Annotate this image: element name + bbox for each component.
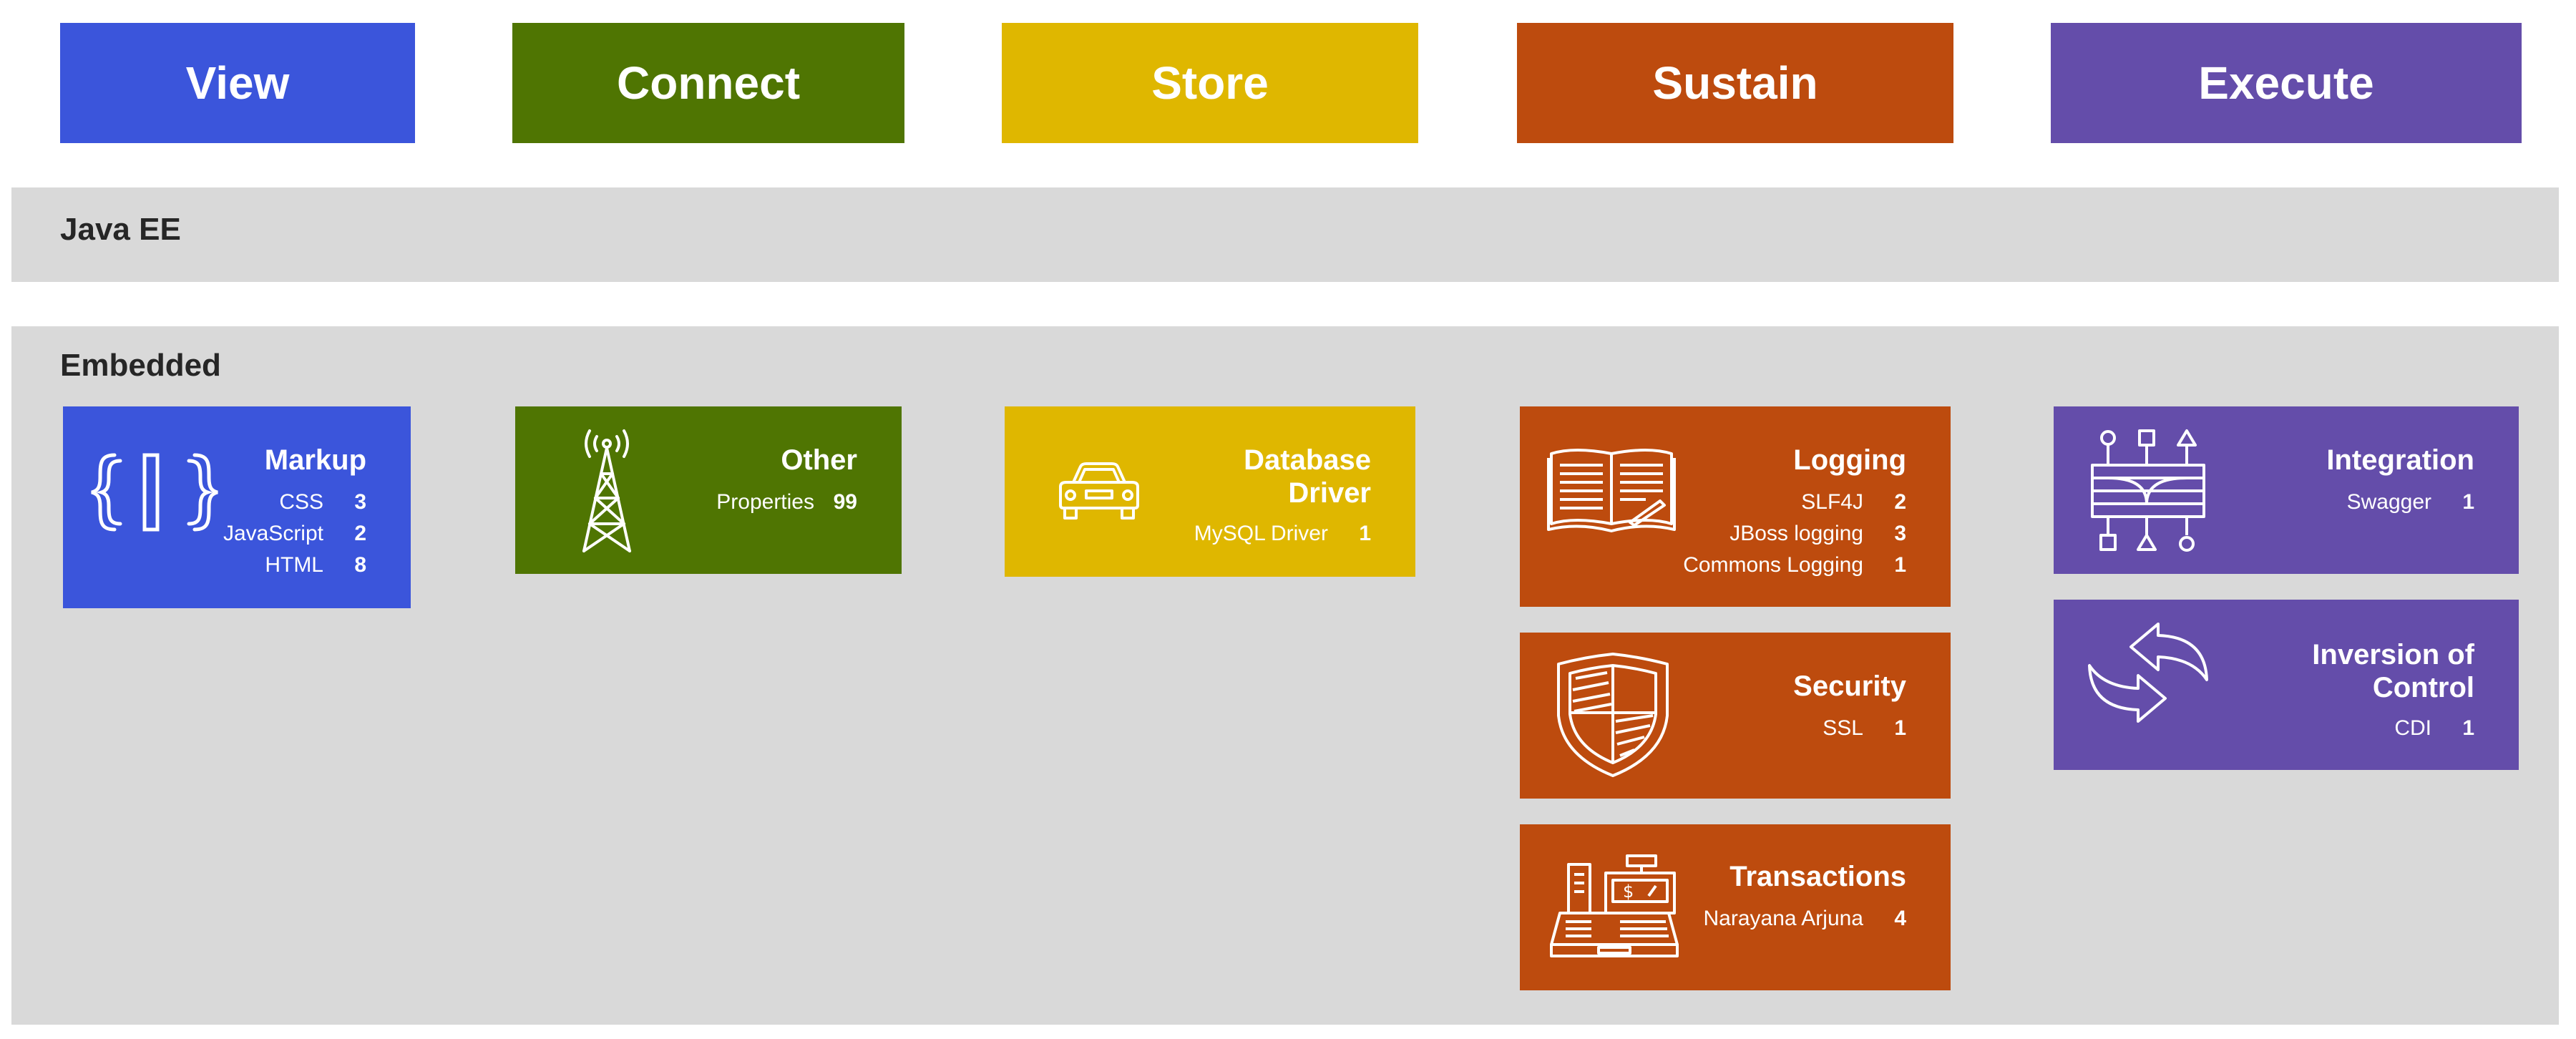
transactions-title: Transactions — [1729, 861, 1906, 892]
logging-title: Logging — [1793, 444, 1906, 476]
logging-items: SLF4J 2 JBoss logging 3 Commons Logging 1 — [1683, 487, 1906, 581]
shield-icon — [1554, 650, 1672, 779]
item-name: CDI — [2394, 716, 2431, 740]
list-item: JavaScript 2 — [223, 518, 366, 550]
category-connect-label: Connect — [617, 57, 800, 109]
category-view: View — [60, 23, 415, 143]
item-name: Commons Logging — [1683, 553, 1863, 577]
other-title: Other — [781, 444, 857, 476]
item-name: Narayana Arjuna — [1703, 907, 1863, 930]
category-connect: Connect — [512, 23, 904, 143]
item-count: 1 — [2462, 490, 2474, 514]
database-driver-title-line2: Driver — [1288, 477, 1371, 509]
item-count: 1 — [1894, 716, 1906, 740]
cash-register-icon: $ — [1548, 853, 1680, 960]
inversion-of-control-card[interactable]: Inversion of Control CDI 1 — [2054, 600, 2519, 770]
item-name: JavaScript — [223, 522, 323, 545]
markup-items: CSS 3 JavaScript 2 HTML 8 — [223, 487, 366, 581]
integration-title: Integration — [2326, 444, 2474, 476]
list-item: HTML 8 — [223, 550, 366, 581]
security-title: Security — [1793, 670, 1906, 702]
item-name: JBoss logging — [1729, 522, 1863, 545]
logging-card[interactable]: Logging SLF4J 2 JBoss logging 3 Commons Lo… — [1520, 406, 1951, 607]
list-item: Narayana Arjuna 4 — [1704, 903, 1906, 935]
item-count: 3 — [354, 490, 366, 514]
other-items: Properties 99 — [716, 487, 857, 518]
markup-title: Markup — [264, 444, 366, 476]
svg-text:$: $ — [1623, 882, 1634, 902]
database-driver-card[interactable]: Database Driver MySQL Driver 1 — [1005, 406, 1415, 577]
braces-code-icon — [89, 449, 220, 535]
item-name: MySQL Driver — [1194, 522, 1328, 545]
item-name: Properties — [716, 490, 814, 514]
inversion-of-control-title-line1: Inversion of — [2312, 639, 2474, 670]
item-count: 99 — [833, 490, 857, 514]
category-view-label: View — [185, 57, 290, 109]
integration-items: Swagger 1 — [2347, 487, 2474, 518]
integration-card[interactable]: Integration Swagger 1 — [2054, 406, 2519, 574]
radio-tower-icon — [575, 426, 638, 555]
list-item: Properties 99 — [716, 487, 857, 518]
category-execute: Execute — [2051, 23, 2522, 143]
transactions-card[interactable]: $ Transactions Narayana Arjuna 4 — [1520, 824, 1951, 990]
item-count: 2 — [354, 522, 366, 545]
open-book-icon — [1546, 444, 1677, 537]
item-count: 8 — [354, 553, 366, 577]
security-items: SSL 1 — [1823, 713, 1906, 744]
item-count: 2 — [1894, 490, 1906, 514]
embedded-title: Embedded — [60, 348, 221, 383]
item-count: 3 — [1894, 522, 1906, 545]
car-icon — [1055, 458, 1143, 524]
category-sustain: Sustain — [1517, 23, 1953, 143]
category-store-label: Store — [1151, 57, 1269, 109]
item-name: SSL — [1823, 716, 1863, 740]
list-item: MySQL Driver 1 — [1194, 518, 1371, 550]
item-name: HTML — [265, 553, 323, 577]
item-count: 1 — [1359, 522, 1371, 545]
item-count: 1 — [1894, 553, 1906, 577]
list-item: JBoss logging 3 — [1683, 518, 1906, 550]
inversion-of-control-items: CDI 1 — [2394, 713, 2474, 744]
java-ee-band: Java EE — [11, 187, 2559, 282]
list-item: CSS 3 — [223, 487, 366, 518]
integration-flow-icon — [2087, 428, 2210, 557]
database-driver-title-line1: Database — [1244, 444, 1371, 476]
database-driver-title: Database Driver — [1244, 444, 1371, 509]
category-sustain-label: Sustain — [1652, 57, 1818, 109]
inversion-of-control-title: Inversion of Control — [2312, 638, 2474, 704]
item-name: SLF4J — [1801, 490, 1863, 514]
other-card[interactable]: Other Properties 99 — [515, 406, 902, 574]
item-count: 1 — [2462, 716, 2474, 740]
markup-card[interactable]: Markup CSS 3 JavaScript 2 HTML 8 — [63, 406, 411, 608]
list-item: CDI 1 — [2394, 713, 2474, 744]
database-driver-items: MySQL Driver 1 — [1194, 518, 1371, 550]
inversion-of-control-title-line2: Control — [2372, 672, 2474, 703]
item-name: Swagger — [2346, 490, 2431, 514]
transactions-items: Narayana Arjuna 4 — [1704, 903, 1906, 935]
list-item: SSL 1 — [1823, 713, 1906, 744]
item-name: CSS — [279, 490, 323, 514]
list-item: Commons Logging 1 — [1683, 550, 1906, 581]
java-ee-title: Java EE — [60, 212, 181, 247]
cycle-arrows-icon — [2079, 615, 2217, 744]
list-item: SLF4J 2 — [1683, 487, 1906, 518]
category-execute-label: Execute — [2198, 57, 2374, 109]
category-store: Store — [1002, 23, 1418, 143]
list-item: Swagger 1 — [2347, 487, 2474, 518]
item-count: 4 — [1894, 907, 1906, 930]
security-card[interactable]: Security SSL 1 — [1520, 633, 1951, 799]
